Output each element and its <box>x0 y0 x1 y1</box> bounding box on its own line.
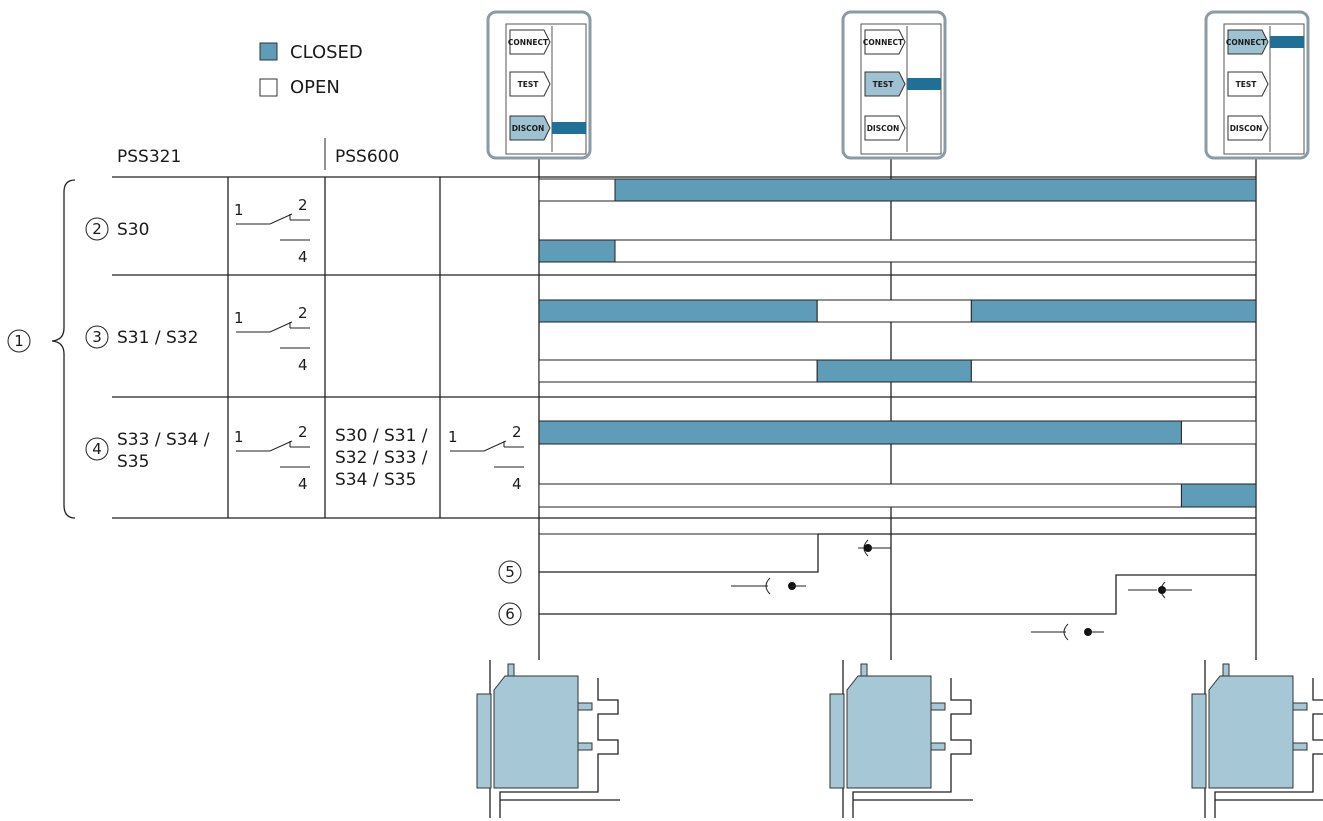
svg-text:1: 1 <box>448 428 458 446</box>
legend-open-swatch <box>259 78 278 97</box>
panel-2-connect-label: CONNECT <box>863 38 904 47</box>
panel-3-test-label: TEST <box>1236 80 1258 89</box>
svg-text:1: 1 <box>234 309 244 327</box>
legend: CLOSED OPEN <box>259 42 363 98</box>
table-grid <box>112 158 1257 660</box>
panel-3-discon-button <box>1227 115 1269 141</box>
pss600-label-line1: S30 / S31 / <box>335 426 428 446</box>
marker-3: 3 <box>92 328 102 346</box>
panel-2-connect-button <box>864 29 906 55</box>
breaker-device-2 <box>829 660 973 818</box>
panel-2-test-label: TEST <box>873 80 895 89</box>
row-label-s33-line2: S35 <box>117 452 149 472</box>
svg-text:2: 2 <box>298 196 308 214</box>
panel-2-test-button <box>864 71 906 97</box>
panel-3-connect-label: CONNECT <box>1226 38 1267 47</box>
panel-2-indicator <box>907 78 941 90</box>
marker-2: 2 <box>92 220 102 238</box>
timing-bar-s30-no-seg0 <box>538 178 616 202</box>
legend-closed-swatch <box>259 42 278 61</box>
svg-text:1: 1 <box>234 428 244 446</box>
timing-bar-s31-nc-seg2 <box>970 359 1257 383</box>
timing-bar-s33-no-seg1 <box>1180 420 1257 445</box>
timing-bar-s30-nc-seg1 <box>614 239 1257 263</box>
panel-3: CONNECT TEST DISCON <box>1204 10 1310 160</box>
panel-1-discon-button <box>509 115 551 141</box>
timing-bar-s31-no-seg1 <box>816 299 972 323</box>
contact-symbol-s31: 1 2 4 <box>234 304 310 374</box>
timing-bar-s33-no-seg0 <box>538 420 1182 445</box>
timing-bar-s30-no-seg1 <box>614 178 1257 202</box>
breaker-device-1 <box>476 660 620 818</box>
pss600-label-line3: S34 / S35 <box>335 470 416 490</box>
panel-1-discon-label: DISCON <box>512 124 545 133</box>
connector-symbol-4 <box>1128 581 1192 599</box>
panel-3-connect-button <box>1227 29 1269 55</box>
panel-1-connect-label: CONNECT <box>508 38 549 47</box>
panel-2-discon-button <box>864 115 906 141</box>
panel-2: CONNECT TEST DISCON <box>841 10 947 160</box>
panel-3-test-button <box>1227 71 1269 97</box>
svg-text:4: 4 <box>298 248 308 266</box>
row-s31-s32: 3 S31 / S32 <box>85 325 198 349</box>
signal-6-trace <box>539 574 1256 615</box>
signal-section: 5 6 <box>498 533 1256 641</box>
svg-text:2: 2 <box>298 304 308 322</box>
legend-closed-label: CLOSED <box>290 42 363 63</box>
connector-symbol-1 <box>731 577 806 595</box>
timing-bar-s31-nc-seg1 <box>816 359 972 383</box>
position-panels: CONNECTTESTDISCONCONNECTTESTDISCONCONNEC… <box>486 10 1310 160</box>
timing-bar-s33-nc-seg1 <box>1180 483 1257 508</box>
svg-text:2: 2 <box>298 423 308 441</box>
timing-bar-s31-no-seg2 <box>970 299 1257 323</box>
marker-1: 1 <box>14 332 24 350</box>
panel-3-indicator <box>1270 36 1304 48</box>
marker-4: 4 <box>92 440 102 458</box>
marker-5: 5 <box>505 563 515 581</box>
group-brace: 1 <box>7 179 76 519</box>
connector-symbol-3 <box>1031 623 1104 641</box>
contact-symbol-s30: 1 2 4 <box>234 196 310 266</box>
pss600-label-line2: S32 / S33 / <box>335 448 428 468</box>
panel-1: CONNECT TEST DISCON <box>486 10 592 160</box>
svg-text:4: 4 <box>298 356 308 374</box>
timing-bar-s31-no-seg0 <box>538 299 818 323</box>
svg-text:4: 4 <box>298 475 308 493</box>
legend-open-label: OPEN <box>290 77 340 98</box>
timing-bar-s31-nc-seg0 <box>538 359 818 383</box>
connector-symbol-2 <box>858 539 891 557</box>
panel-1-test-button <box>509 71 551 97</box>
contact-symbol-s33: 1 2 4 <box>234 423 310 493</box>
row-s33-s34-s35: 4 S33 / S34 / S35 S30 / S31 / S32 / S33 … <box>85 426 428 490</box>
row-label-s33-line1: S33 / S34 / <box>117 430 210 450</box>
svg-text:2: 2 <box>512 423 522 441</box>
row-label-s30: S30 <box>117 220 149 240</box>
row-s30: 2 S30 <box>85 217 149 241</box>
marker-6: 6 <box>505 605 515 623</box>
signal-5-trace <box>539 533 1256 573</box>
breaker-device-3 <box>1191 660 1323 818</box>
panel-1-indicator <box>552 122 586 134</box>
timing-bar-s33-nc-seg0 <box>538 483 1182 508</box>
breaker-devices <box>476 660 1323 818</box>
column-header-pss600: PSS600 <box>335 147 399 167</box>
panel-1-test-label: TEST <box>518 80 540 89</box>
column-header-pss321: PSS321 <box>117 147 181 167</box>
row-label-s31-s32: S31 / S32 <box>117 328 198 348</box>
contact-symbol-pss600: 1 2 4 <box>448 423 524 493</box>
svg-text:1: 1 <box>234 201 244 219</box>
timing-bars <box>538 178 1257 508</box>
panel-1-connect-button <box>509 29 551 55</box>
timing-bar-s30-nc-seg0 <box>538 239 616 263</box>
panel-2-discon-label: DISCON <box>867 124 900 133</box>
panel-3-discon-label: DISCON <box>1230 124 1263 133</box>
svg-text:4: 4 <box>512 475 522 493</box>
